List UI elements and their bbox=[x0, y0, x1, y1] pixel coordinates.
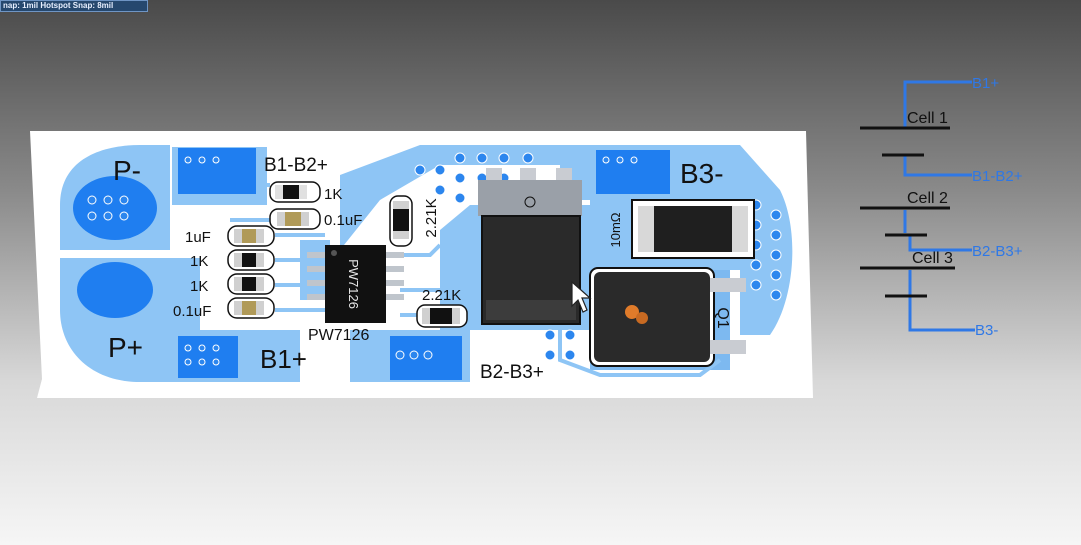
schematic-net-b1-plus: B1+ bbox=[972, 75, 999, 92]
ic-pw7126[interactable]: PW7126 bbox=[307, 245, 404, 323]
shunt-resistor[interactable]: 10mΩ bbox=[608, 199, 755, 259]
shunt-label: 10mΩ bbox=[608, 212, 623, 247]
label-c-01uf-bottom: 0.1uF bbox=[173, 303, 211, 320]
label-c-01uf-top: 0.1uF bbox=[324, 212, 362, 229]
schematic-net-b1-b2-plus: B1-B2+ bbox=[972, 168, 1023, 185]
pad-label-b1-plus: B1+ bbox=[260, 344, 307, 374]
silkscreen-labels: P- P+ B1-B2+ B1+ B3- B2-B3+ 1K 0.1uF 1uF… bbox=[108, 155, 724, 383]
capacitor-01uf-top[interactable] bbox=[269, 208, 321, 230]
pad-label-b2-b3-plus: B2-B3+ bbox=[480, 362, 544, 383]
label-r-221k-vertical: 2.21K bbox=[423, 198, 440, 237]
label-ic: PW7126 bbox=[308, 327, 369, 344]
mouse-cursor-icon bbox=[571, 280, 592, 313]
traces bbox=[230, 183, 722, 377]
mosfet-center[interactable] bbox=[478, 168, 582, 325]
capacitor-1uf[interactable] bbox=[227, 225, 275, 247]
schematic-cell-3: Cell 3 bbox=[912, 250, 953, 267]
resistor-1k-top[interactable] bbox=[269, 181, 321, 203]
resistor-221k-horizontal[interactable] bbox=[416, 304, 468, 328]
schematic-cell-2: Cell 2 bbox=[907, 190, 948, 207]
pad-label-b3-minus: B3- bbox=[680, 158, 724, 189]
pad-label-p-minus: P- bbox=[113, 155, 141, 186]
status-bar-text: nap: 1mil Hotspot Snap: 8mil bbox=[3, 1, 114, 10]
mosfet-q1[interactable]: Q1 bbox=[589, 267, 746, 367]
capacitor-01uf-bottom[interactable] bbox=[227, 297, 275, 319]
resistor-1k-b[interactable] bbox=[227, 273, 275, 295]
label-r-1k-b: 1K bbox=[190, 278, 208, 295]
schematic-cell-1: Cell 1 bbox=[907, 110, 948, 127]
status-bar: nap: 1mil Hotspot Snap: 8mil bbox=[0, 0, 148, 12]
schematic-net-b2-b3-plus: B2-B3+ bbox=[972, 243, 1023, 260]
q1-label: Q1 bbox=[714, 307, 731, 328]
battery-schematic[interactable]: B1+ B1-B2+ B2-B3+ B3- Cell 1 Cell 2 Cell… bbox=[860, 75, 1023, 339]
label-r-221k-horizontal: 2.21K bbox=[422, 287, 461, 304]
resistor-1k-a[interactable] bbox=[227, 249, 275, 271]
label-c-1uf: 1uF bbox=[185, 229, 211, 246]
label-r-1k-top: 1K bbox=[324, 186, 342, 203]
pad-label-b1-b2-plus: B1-B2+ bbox=[264, 155, 328, 176]
pad-label-p-plus: P+ bbox=[108, 332, 143, 363]
label-r-1k-a: 1K bbox=[190, 253, 208, 270]
resistor-221k-vertical[interactable] bbox=[389, 195, 413, 247]
ic-marking: PW7126 bbox=[346, 259, 361, 309]
schematic-net-b3-minus: B3- bbox=[975, 322, 998, 339]
